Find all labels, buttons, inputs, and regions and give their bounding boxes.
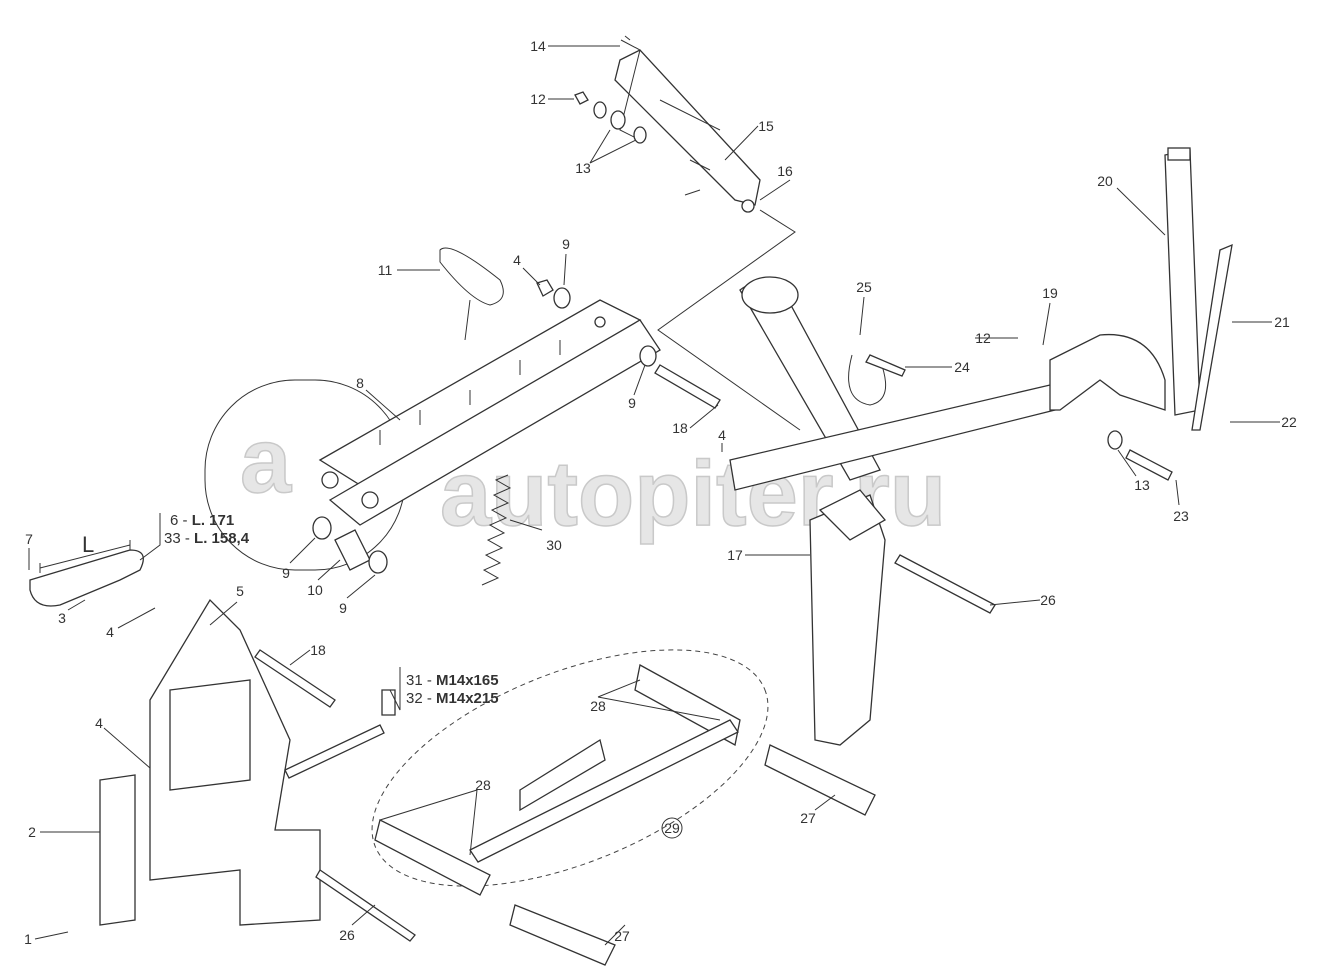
pin-25	[848, 354, 887, 406]
part-label: 27	[800, 810, 816, 826]
bolt-23	[1125, 449, 1173, 481]
spec-row: 6 - L. 171	[170, 512, 234, 529]
part-label: 19	[1042, 285, 1058, 301]
part-label: 4	[513, 252, 521, 268]
sleeve-27-right	[764, 744, 876, 816]
part-label: 3	[58, 610, 66, 626]
part-label: 18	[672, 420, 688, 436]
watermark-logo-letter: a	[240, 410, 292, 512]
washers-12-13	[574, 91, 647, 144]
part-label: 8	[356, 375, 364, 391]
spec-table-length: 6 - L. 171 33 - L. 158,4	[164, 512, 250, 547]
part-label: 12	[975, 330, 991, 346]
bolt-24	[865, 354, 906, 377]
part-label: 10	[307, 582, 323, 598]
spec-row: 32 - M14x215	[406, 690, 499, 707]
dimension-line	[39, 540, 131, 573]
part-label: 9	[339, 600, 347, 616]
part-label: 5	[236, 583, 244, 599]
part-label: 22	[1281, 414, 1297, 430]
handle-11	[439, 247, 504, 341]
link-plate-6	[29, 549, 144, 607]
part-label: 15	[758, 118, 774, 134]
part-label: 26	[339, 927, 355, 943]
part-label: 16	[777, 163, 793, 179]
part-label: 12	[530, 91, 546, 107]
part-labels: 14 12 13 15 16 20 9 4 11 25 19 12 24 21 …	[24, 38, 1297, 947]
part-label: 30	[546, 537, 562, 553]
part-label: 28	[590, 698, 606, 714]
part-label: 24	[954, 359, 970, 375]
axle-assembly-29	[371, 649, 769, 896]
bolt-31-32	[381, 689, 396, 716]
plate-2	[99, 774, 136, 926]
part-label: 21	[1274, 314, 1290, 330]
part-label: 25	[856, 279, 872, 295]
part-label: 18	[310, 642, 326, 658]
bolt-18-upper	[654, 364, 721, 409]
spacer-10-washers-9	[312, 279, 657, 574]
bracket-5	[149, 598, 416, 942]
sleeve-27-left	[509, 904, 616, 966]
part-label: 1	[24, 931, 32, 947]
assembly-line	[657, 209, 801, 431]
part-label: 9	[562, 236, 570, 252]
spec-table-bolts: 31 - M14x165 32 - M14x215	[406, 672, 499, 707]
part-label: 20	[1097, 173, 1113, 189]
part-label: 4	[106, 624, 114, 640]
part-bar-8	[318, 299, 661, 526]
part-label: 11	[378, 262, 393, 278]
part-label: 9	[282, 565, 290, 581]
part-label: 4	[95, 715, 103, 731]
spec-row: 33 - L. 158,4	[164, 530, 250, 547]
part-label: 9	[628, 395, 636, 411]
post-20-21	[1049, 147, 1233, 431]
part-label: 7	[25, 531, 33, 547]
spring-30	[481, 474, 512, 586]
dimension-label: L	[82, 532, 94, 557]
part-label: 13	[575, 160, 591, 176]
part-label: 23	[1173, 508, 1189, 524]
part-label: 28	[475, 777, 491, 793]
part-label: 26	[1040, 592, 1056, 608]
main-frame-17	[729, 276, 1056, 746]
spec-row: 31 - M14x165	[406, 672, 499, 689]
part-label: 27	[614, 928, 630, 944]
part-label: 13	[1134, 477, 1150, 493]
part-label: 29	[664, 820, 680, 836]
leader-lines	[28, 45, 1280, 946]
part-label: 17	[727, 547, 743, 563]
part-lever-15	[614, 35, 761, 213]
part-label: 4	[718, 427, 726, 443]
part-label: 14	[530, 38, 546, 54]
washer-13-right	[1107, 430, 1123, 450]
part-label: 2	[28, 824, 36, 840]
